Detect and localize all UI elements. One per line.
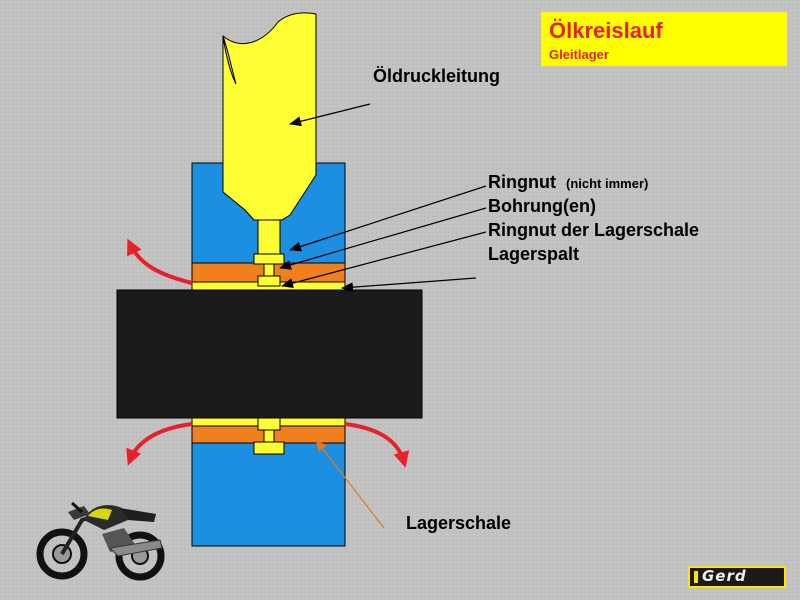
label-oil-pressure-line: Öldruckleitung bbox=[373, 66, 501, 86]
ring-groove-upper bbox=[253, 253, 285, 265]
leader-bearing-shell bbox=[315, 439, 385, 529]
shaft bbox=[116, 289, 423, 419]
oil-flow-arrow-upper-left bbox=[127, 238, 193, 285]
logo-stripe bbox=[694, 571, 698, 583]
bore-lower bbox=[263, 429, 275, 443]
label-bearing-shell: Lagerschale bbox=[406, 513, 512, 533]
label-bores: Bohrung(en) bbox=[488, 196, 596, 216]
oil-pressure-line bbox=[222, 12, 317, 221]
oil-line-cut-notch bbox=[222, 35, 237, 85]
title-box: Ölkreislauf Gleitlager bbox=[541, 12, 787, 66]
label-ring-groove-note: (nicht immer) bbox=[566, 176, 649, 191]
label-bearing-gap: Lagerspalt bbox=[488, 244, 580, 264]
leader-oil-pressure-line bbox=[289, 103, 371, 127]
leader-shell-groove bbox=[281, 231, 487, 289]
page-title: Ölkreislauf bbox=[549, 18, 663, 43]
shell-groove-upper bbox=[257, 275, 281, 287]
logo-text: Gerd bbox=[702, 567, 747, 585]
label-ring-groove: Ringnut (nicht immer) bbox=[488, 172, 648, 193]
label-bearing-shell-groove: Ringnut der Lagerschale bbox=[488, 220, 700, 240]
bore-upper bbox=[263, 263, 275, 277]
oil-flow-arrow-lower-left bbox=[126, 422, 193, 466]
oil-line-neck bbox=[257, 219, 281, 255]
gerd-logo: Gerd bbox=[688, 566, 786, 588]
label-ring-groove-text: Ringnut bbox=[488, 172, 556, 192]
oil-flow-arrow-lower-right bbox=[344, 422, 410, 468]
page-subtitle: Gleitlager bbox=[549, 47, 609, 62]
leader-ring-groove bbox=[289, 185, 487, 252]
shell-groove-lower bbox=[257, 417, 281, 431]
leader-bearing-gap bbox=[341, 277, 477, 293]
ring-groove-lower bbox=[253, 441, 285, 455]
motorcycle-illustration bbox=[36, 501, 165, 581]
leader-bores bbox=[279, 207, 487, 270]
